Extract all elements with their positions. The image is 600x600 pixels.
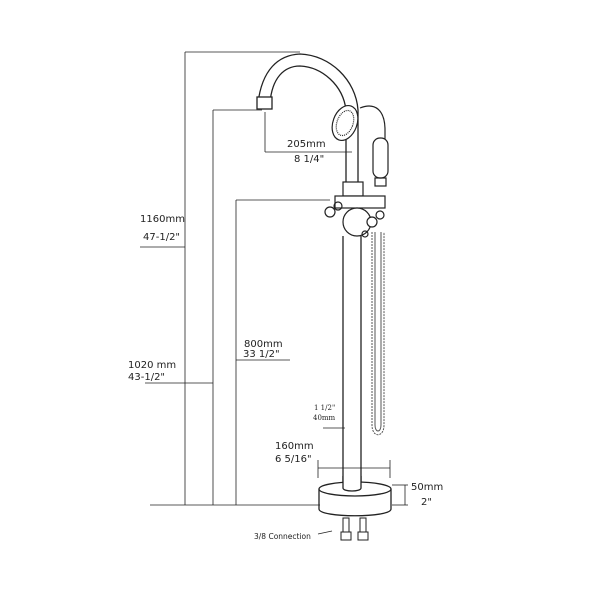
base-diameter-mm: 160mm (275, 441, 314, 452)
vertical-pipe (342, 236, 362, 488)
handle-height-mm: 800mm (244, 339, 283, 350)
pipe-diameter-inch: 1 1/2" (314, 404, 336, 412)
supply-connectors (340, 517, 369, 541)
base-diameter-inch: 6 5/16" (275, 454, 312, 465)
shower-hose (371, 232, 385, 436)
spout-height-inch: 43-1/2" (128, 372, 166, 383)
floor-base (318, 476, 392, 517)
connection-label: 3/8 Connection (254, 532, 311, 541)
handle-height-inch: 33 1/2" (243, 349, 280, 360)
dimension-lines (140, 51, 408, 535)
total-height-mm: 1160mm (140, 214, 185, 225)
spout-height-mm: 1020 mm (128, 360, 177, 371)
spout-reach-mm: 205mm (287, 139, 326, 150)
valve-body (324, 181, 386, 238)
pipe-diameter-mm: 40mm (313, 414, 336, 422)
spout-reach-inch: 8 1/4" (294, 154, 325, 165)
hand-shower (331, 104, 389, 187)
total-height-inch: 47-1/2" (143, 232, 181, 243)
base-height-mm: 50mm (411, 482, 444, 493)
base-height-inch: 2" (421, 497, 432, 508)
